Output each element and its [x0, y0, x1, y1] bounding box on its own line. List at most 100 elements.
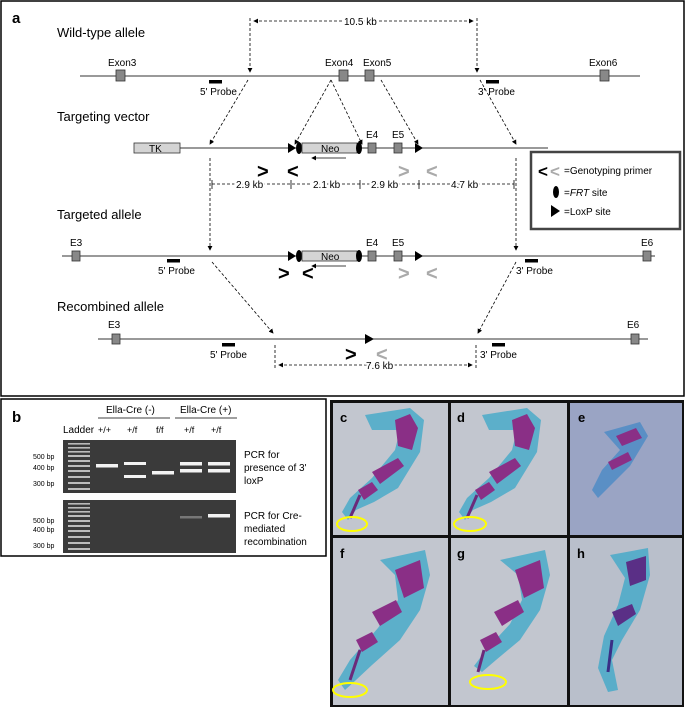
tg-probe5-bar [167, 259, 180, 263]
photo-panel-g: g [451, 538, 567, 705]
gel-1-size: 300 bp [33, 481, 55, 488]
rc-e6-label: E6 [627, 320, 640, 331]
primer-forward-black: > [257, 161, 269, 183]
tg-e4-label: E4 [366, 238, 379, 249]
photo-panel-h: h [570, 538, 682, 705]
loxp-triangle [415, 143, 423, 153]
photo-panel-label-f: f [340, 546, 345, 561]
group-neg-label: Ella-Cre (-) [106, 405, 155, 416]
limb-bone [475, 414, 535, 500]
ladder-band [68, 488, 90, 490]
connector [330, 79, 363, 145]
limb-bone [358, 414, 418, 500]
photo-panel-label-g: g [457, 546, 465, 561]
wt-exon5-label: Exon5 [363, 58, 392, 69]
gel-band [124, 475, 146, 478]
limb-bone [476, 649, 486, 673]
rc-e6-box [630, 333, 640, 345]
connector [294, 79, 332, 145]
gel-band [208, 514, 230, 518]
recombined-allele: Recombined allele E3 E6 5' Probe 3' Prob… [57, 299, 648, 374]
tg-probe3-label: 3' Probe [516, 266, 553, 277]
loxp-triangle [415, 251, 423, 261]
photo-panel-label-e: e [578, 410, 585, 425]
legend-frt-italic: FRT [570, 188, 590, 199]
connector [380, 79, 419, 145]
vec-e5-label: E5 [392, 130, 405, 141]
limb-bone [606, 639, 614, 673]
gel-2-size: 300 bp [33, 543, 55, 550]
tg-e3-box [71, 250, 81, 262]
wildtype-allele: Wild-type allele Exon3 Exon4 Exon5 Exon6… [57, 15, 640, 98]
legend: < < =Genotyping primer =FRT site =LoxP s… [529, 150, 682, 231]
wt-exon4-label: Exon4 [325, 58, 354, 69]
limb-bone [465, 494, 479, 519]
rc-probe3-label: 3' Probe [480, 350, 517, 361]
tg-e5-box [393, 250, 403, 262]
limb-bone [356, 560, 424, 652]
vector-title: Targeting vector [57, 109, 150, 124]
rc-probe3-bar [492, 343, 505, 347]
loxp-triangle [365, 334, 374, 344]
limb-bone [348, 494, 362, 519]
primer-forward-black: > [278, 263, 290, 285]
gel-1-size: 400 bp [33, 465, 55, 472]
ladder-band [68, 507, 90, 509]
gel-band [180, 462, 202, 466]
gel-1-caption-line: PCR for [244, 450, 280, 461]
gel-2-caption-line: PCR for Cre- [244, 511, 302, 522]
panel-a-frame [0, 0, 685, 397]
legend-frt-suffix: site [589, 188, 608, 199]
tk-box [133, 142, 181, 154]
frt-site [296, 250, 302, 262]
legend-loxp-label: =LoxP site [564, 207, 611, 218]
legend-frt-label: =FRT site [564, 188, 608, 199]
ladder-band [68, 465, 90, 467]
tk-label: TK [149, 144, 162, 155]
rc-probe5-label: 5' Probe [210, 350, 247, 361]
primer-forward-gray: > [398, 263, 410, 285]
targeting-vector: Targeting vector TK Neo E4 E5 > < > < [57, 109, 548, 251]
photo-panel-label-c: c [340, 410, 347, 425]
lane-label: +/f [127, 425, 138, 435]
loxp-triangle [288, 143, 296, 153]
rc-probe5-bar [222, 343, 235, 347]
ladder-band [68, 511, 90, 513]
wt-exon3-box [115, 69, 126, 82]
vec-dist-3: 2.9 kb [371, 180, 399, 191]
primer-forward-black: > [345, 344, 357, 366]
gel-1-caption-line: presence of 3' [244, 463, 307, 474]
ladder-band [68, 525, 90, 527]
wt-exon6-label: Exon6 [589, 58, 618, 69]
wt-probe5-label: 5' Probe [200, 87, 237, 98]
legend-primer-label: =Genotyping primer [564, 166, 653, 177]
frt-site [296, 142, 302, 154]
primer-reverse-gray: < [426, 161, 438, 183]
ladder-band [68, 530, 90, 532]
vec-e4-label: E4 [366, 130, 379, 141]
gel-1-size: 500 bp [33, 454, 55, 461]
primer-reverse-black: < [302, 263, 314, 285]
tg-probe3-bar [525, 259, 538, 263]
ladder-band [68, 503, 90, 505]
group-pos-label: Ella-Cre (+) [180, 405, 231, 416]
panel-b: b Ella-Cre (-) Ella-Cre (+) Ladder +/+ +… [0, 398, 327, 557]
legend-frt-prefix: = [564, 188, 570, 199]
legend-primer-black-icon: < [538, 162, 548, 181]
wt-exon4-box [338, 69, 349, 82]
connector [477, 261, 517, 334]
gel-1-background [63, 440, 236, 493]
gel-1: 500 bp 400 bp 300 bp PCR for presence of… [33, 440, 307, 493]
limb-bone [348, 649, 362, 681]
targeted-title: Targeted allele [57, 207, 142, 222]
loxp-triangle [288, 251, 296, 261]
legend-frt-icon [553, 186, 559, 198]
rc-distance-label: 7.6 kb [366, 361, 394, 372]
connector [209, 79, 249, 145]
legend-loxp-icon [551, 205, 560, 217]
ladder-band [68, 548, 90, 550]
gel-band [152, 471, 174, 475]
ladder-band [68, 482, 90, 484]
wt-probe3-label: 3' Probe [478, 87, 515, 98]
